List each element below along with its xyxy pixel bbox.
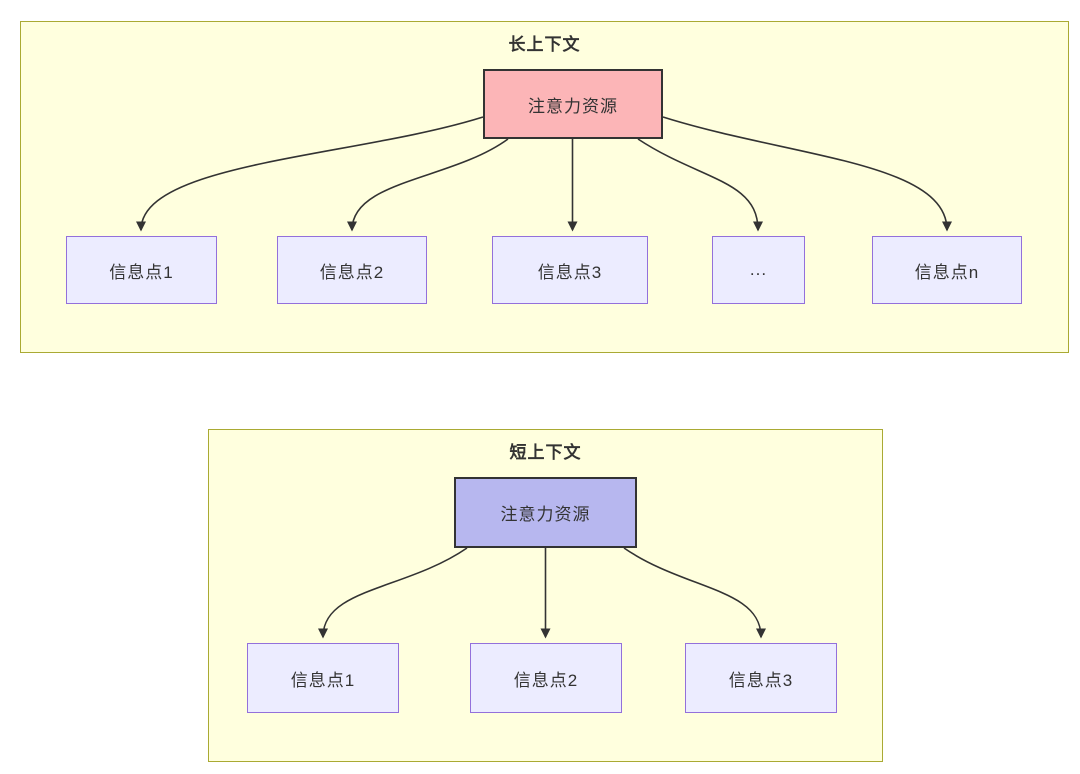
short-info-node-1: 信息点1 bbox=[247, 643, 399, 713]
short-info-node-3: 信息点3 bbox=[685, 643, 837, 713]
long-info-node-1: 信息点1 bbox=[66, 236, 217, 304]
short-info-node-2: 信息点2 bbox=[470, 643, 622, 713]
long-info-node-n: 信息点n bbox=[872, 236, 1022, 304]
long-info-node-2: 信息点2 bbox=[277, 236, 427, 304]
long-info-node-3: 信息点3 bbox=[492, 236, 648, 304]
short-context-title: 短上下文 bbox=[509, 443, 582, 462]
long-context-title: 长上下文 bbox=[508, 35, 581, 54]
short-attention-node: 注意力资源 bbox=[454, 477, 637, 548]
long-attention-node: 注意力资源 bbox=[483, 69, 663, 139]
long-info-node-dots: ... bbox=[712, 236, 805, 304]
